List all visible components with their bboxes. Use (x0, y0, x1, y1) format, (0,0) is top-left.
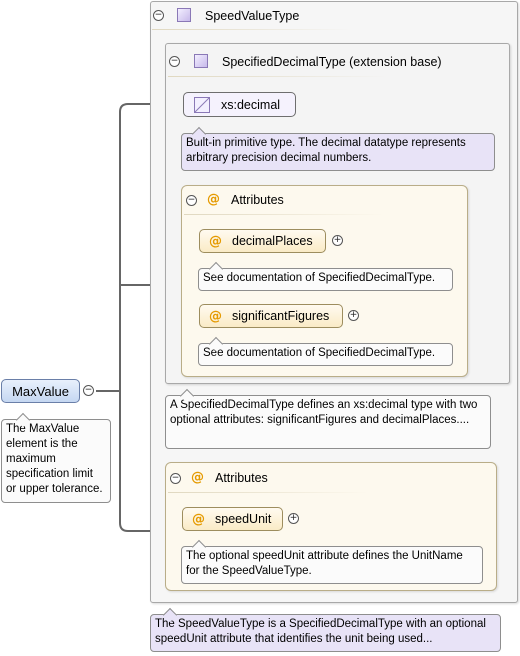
attribute-decimal-places-doc: See documentation of SpecifiedDecimalTyp… (198, 261, 453, 291)
complex-type-documentation: The SpeedValueType is a SpecifiedDecimal… (150, 607, 501, 652)
primitive-type-icon (194, 96, 210, 113)
collapse-icon: − (154, 10, 163, 20)
complex-type-title: SpeedValueType (205, 9, 300, 23)
type-attributes-title: Attributes (215, 471, 268, 485)
attribute-significant-figures-doc: See documentation of SpecifiedDecimalTyp… (198, 336, 453, 366)
expand-icon: + (333, 235, 342, 245)
root-documentation: The MaxValue element is the maximum spec… (1, 412, 111, 503)
root-documentation-text: The MaxValue element is the maximum spec… (6, 423, 103, 495)
attribute-speed-unit-expand[interactable]: + (288, 513, 299, 524)
complex-type-separator (152, 29, 352, 30)
attribute-icon: @ (209, 308, 222, 324)
complex-type-documentation-text: The SpeedValueType is a SpecifiedDecimal… (155, 618, 486, 645)
expand-icon: + (349, 310, 358, 320)
base-type-collapse-toggle[interactable]: − (169, 56, 180, 67)
attributes-icon: @ (207, 192, 220, 207)
attribute-decimal-places-expand[interactable]: + (332, 235, 343, 246)
root-collapse-toggle[interactable]: − (83, 385, 94, 396)
primitive-documentation: Built-in primitive type. The decimal dat… (181, 126, 495, 171)
type-attributes-collapse-toggle[interactable]: − (170, 473, 181, 484)
base-type-title: SpecifiedDecimalType (extension base) (222, 55, 442, 69)
base-type-icon (194, 54, 208, 68)
attribute-significant-figures-expand[interactable]: + (348, 310, 359, 321)
primitive-documentation-text: Built-in primitive type. The decimal dat… (186, 137, 466, 164)
base-type-documentation: A SpecifiedDecimalType defines an xs:dec… (165, 388, 491, 449)
base-attributes-separator (184, 214, 384, 215)
attribute-speed-unit[interactable]: @ speedUnit (182, 507, 283, 531)
base-type-documentation-text: A SpecifiedDecimalType defines an xs:dec… (170, 399, 478, 426)
attribute-icon: @ (192, 511, 205, 527)
attribute-icon: @ (209, 233, 222, 249)
expand-icon: + (289, 513, 298, 523)
collapse-icon: − (170, 56, 179, 66)
collapse-icon: − (84, 385, 93, 395)
attribute-significant-figures-doc-text: See documentation of SpecifiedDecimalTyp… (203, 347, 436, 359)
root-element[interactable]: MaxValue (1, 379, 80, 403)
primitive-type-label: xs:decimal (221, 97, 281, 112)
attribute-significant-figures[interactable]: @ significantFigures (199, 304, 343, 328)
complex-type-icon (177, 8, 191, 22)
type-attributes-separator (168, 492, 368, 493)
attribute-decimal-places-doc-text: See documentation of SpecifiedDecimalTyp… (203, 272, 436, 284)
collapse-icon: − (187, 195, 196, 205)
collapse-icon: − (171, 473, 180, 483)
attribute-speed-unit-doc-text: The optional speedUnit attribute defines… (186, 550, 463, 577)
base-type-separator (168, 76, 388, 77)
root-element-label: MaxValue (12, 383, 69, 399)
attribute-speed-unit-doc: The optional speedUnit attribute defines… (181, 539, 483, 584)
attribute-decimal-places[interactable]: @ decimalPlaces (199, 229, 326, 253)
complex-type-collapse-toggle[interactable]: − (153, 10, 164, 21)
attribute-significant-figures-label: significantFigures (232, 309, 330, 323)
attributes-icon: @ (191, 470, 204, 485)
primitive-type-box[interactable]: xs:decimal (183, 92, 296, 117)
base-attributes-title: Attributes (231, 193, 284, 207)
base-attributes-collapse-toggle[interactable]: − (186, 195, 197, 206)
attribute-speed-unit-label: speedUnit (215, 512, 272, 526)
attribute-decimal-places-label: decimalPlaces (232, 234, 313, 248)
